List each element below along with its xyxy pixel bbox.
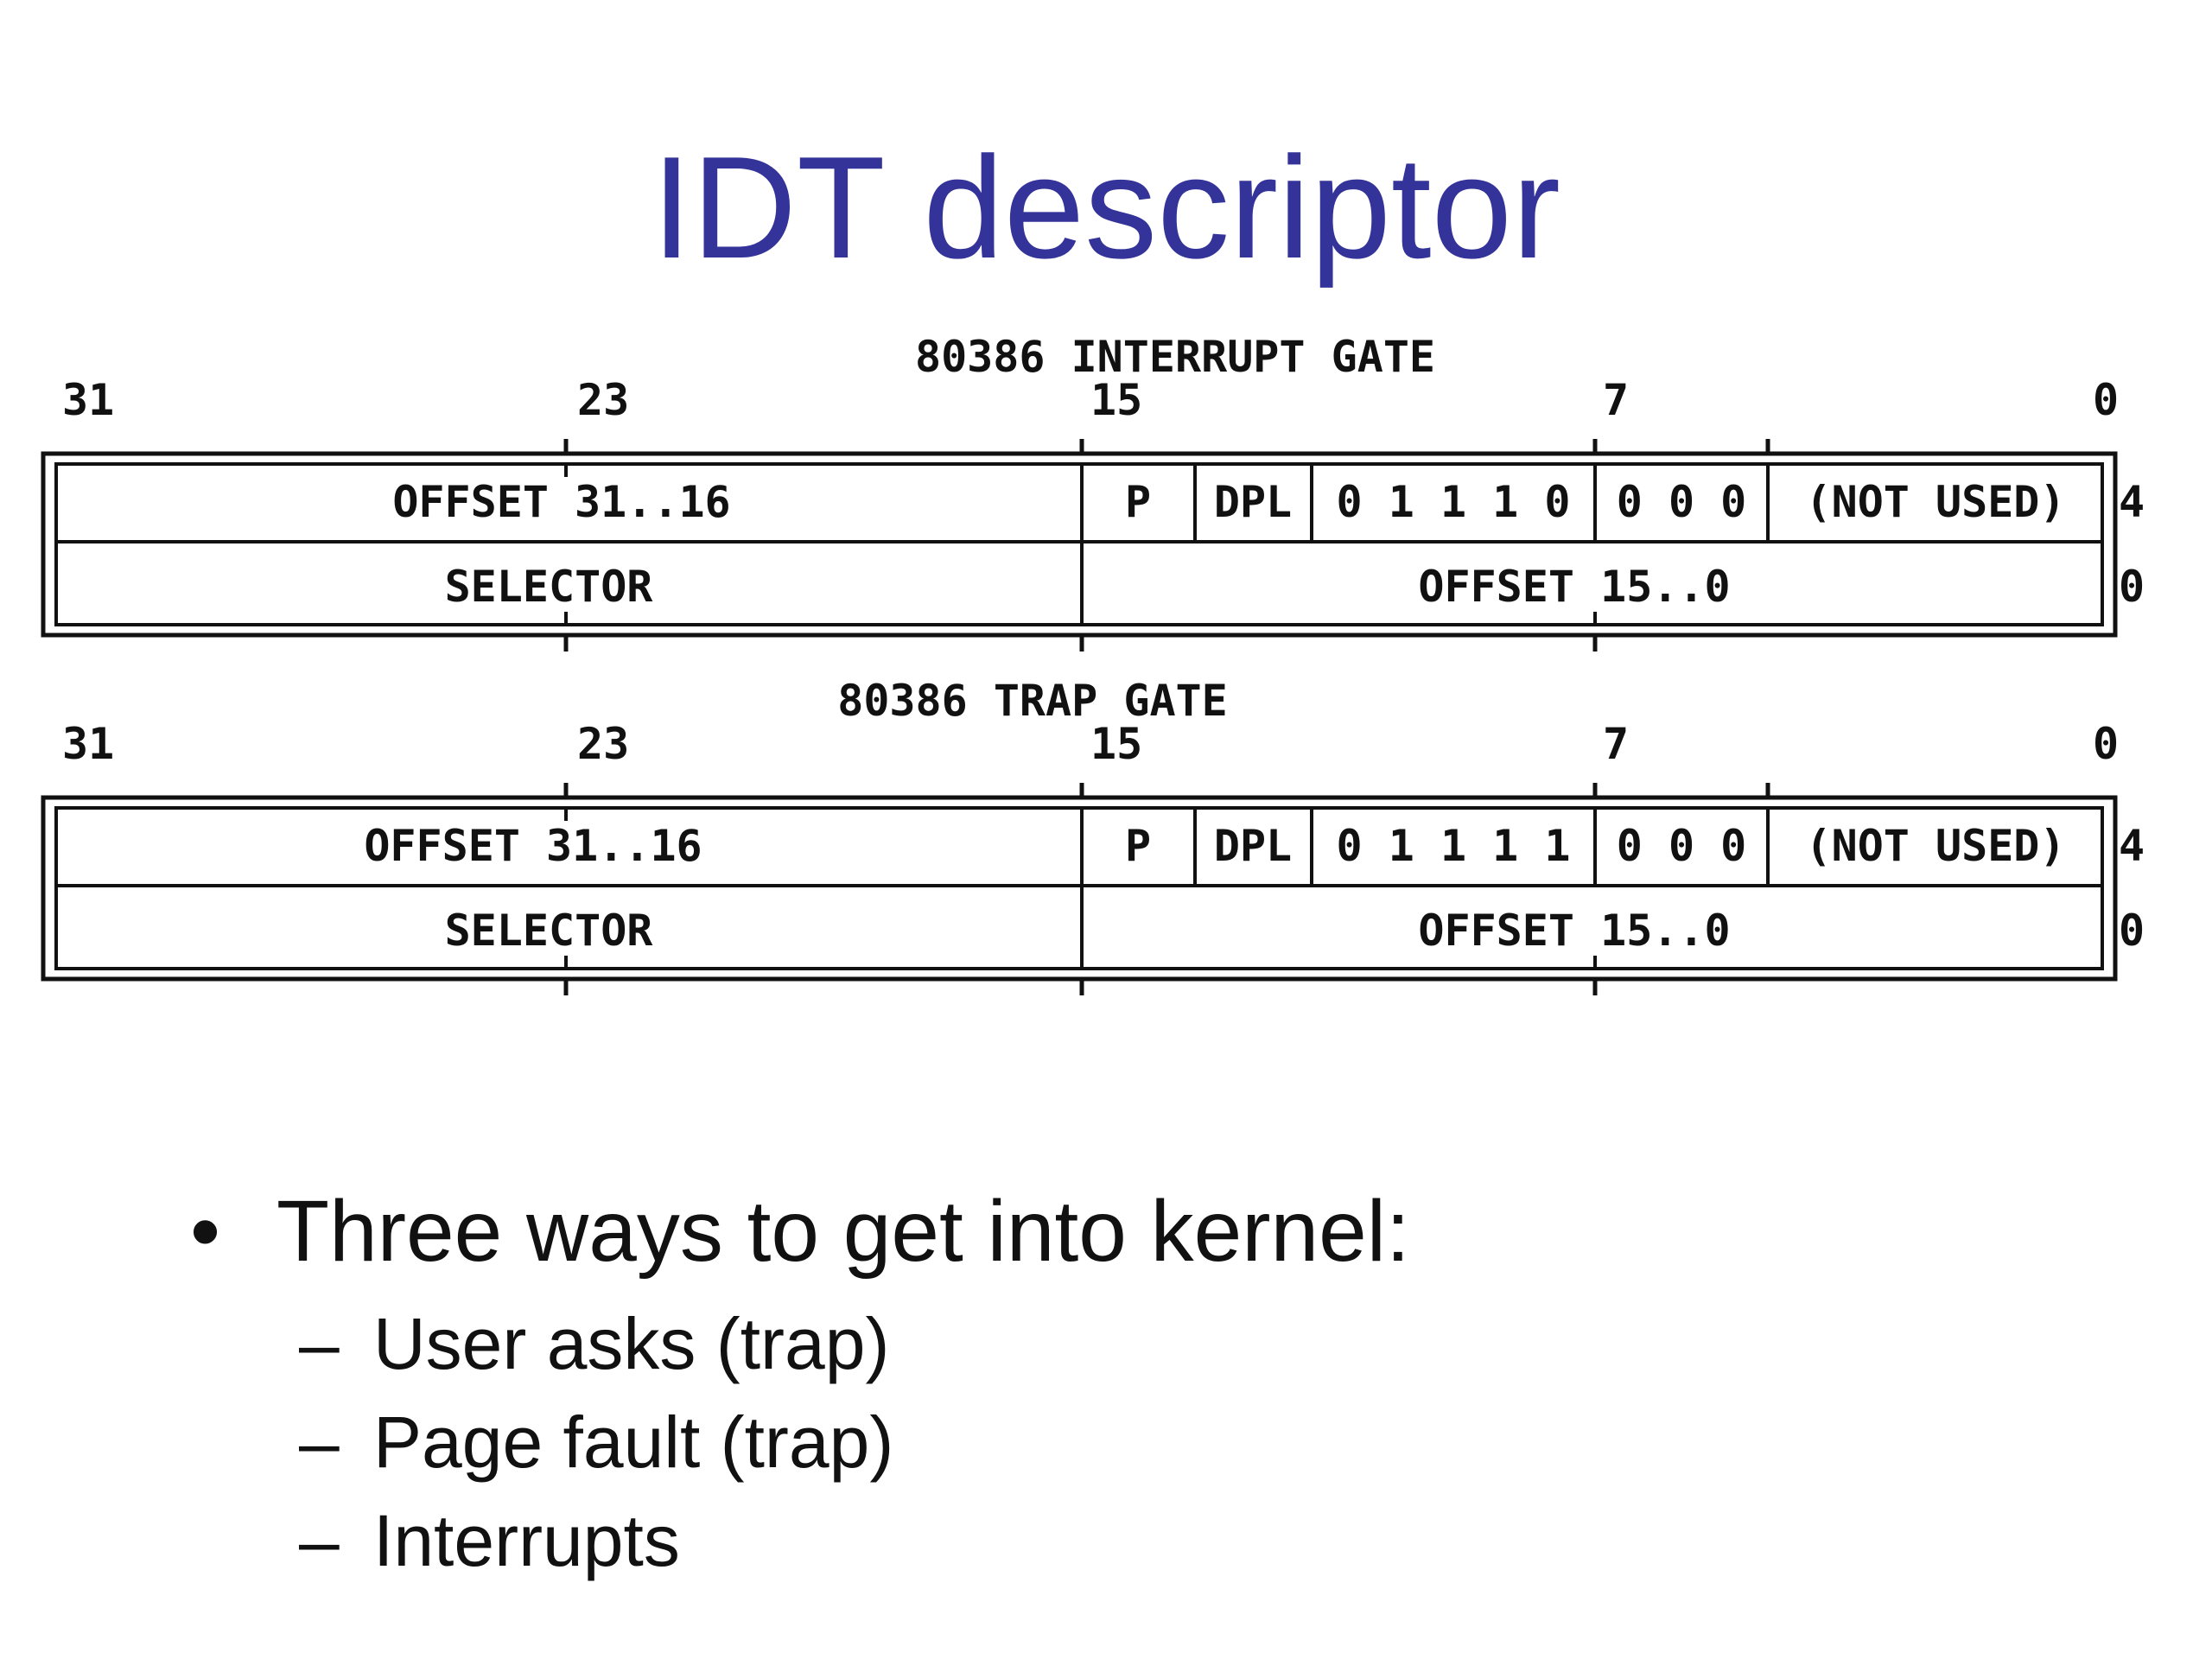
dpl-field: DPL (1214, 821, 1292, 871)
bullet-list: • Three ways to get into kernel: – User … (190, 1175, 2091, 1590)
trap-gate-diagram: 80386 TRAP GATE 31 23 15 7 0 (0, 672, 2212, 1018)
p-field: P (1125, 477, 1151, 527)
dpl-field: DPL (1214, 477, 1292, 527)
bit-label-15: 15 (1090, 719, 1142, 769)
bit-label-23: 23 (577, 375, 629, 425)
p-field: P (1125, 821, 1151, 871)
bullet-dot-icon: • (190, 1183, 221, 1280)
row-offset-0: 0 (2119, 562, 2145, 612)
gate-title: 80386 TRAP GATE (837, 676, 1228, 726)
sub-bullet-text: Page fault (trap) (373, 1402, 894, 1483)
bit-label-7: 7 (1603, 719, 1629, 769)
zero-bits-field: 0 0 0 (1617, 821, 1747, 871)
row-offset-0: 0 (2119, 906, 2145, 956)
selector-field: SELECTOR (445, 906, 654, 956)
type-bits-field: 0 1 1 1 1 (1337, 821, 1571, 871)
not-used-field: (NOT USED) (1805, 477, 2065, 527)
bullet-main-text: Three ways to get into kernel: (276, 1183, 1410, 1280)
bit-label-31: 31 (62, 375, 114, 425)
sub-bullet-item: – Interrupts (190, 1491, 2091, 1590)
type-bits-field: 0 1 1 1 0 (1337, 477, 1571, 527)
gate-frame (41, 439, 2118, 652)
slide-title: IDT descriptor (652, 126, 1560, 289)
offset-high-field: OFFSET 31..16 (364, 821, 702, 871)
trap-gate-svg: 80386 TRAP GATE 31 23 15 7 0 (41, 676, 2145, 995)
row-offset-4: 4 (2119, 477, 2145, 527)
bit-label-0: 0 (2093, 719, 2119, 769)
row-offset-4: 4 (2119, 821, 2145, 871)
bullet-main: • Three ways to get into kernel: (190, 1175, 2091, 1287)
bit-label-23: 23 (577, 719, 629, 769)
sub-bullet-list: – User asks (trap) – Page fault (trap) –… (190, 1294, 2091, 1590)
gate-frame (41, 783, 2118, 995)
offset-low-field: OFFSET 15..0 (1418, 562, 1730, 612)
bit-label-31: 31 (62, 719, 114, 769)
dash-icon: – (299, 1303, 340, 1384)
dash-icon: – (299, 1500, 340, 1581)
offset-high-field: OFFSET 31..16 (392, 477, 730, 527)
dash-icon: – (299, 1402, 340, 1483)
selector-field: SELECTOR (445, 562, 654, 612)
interrupt-gate-svg: 80386 INTERRUPT GATE 31 23 15 7 0 (41, 332, 2145, 652)
sub-bullet-item: – Page fault (trap) (190, 1393, 2091, 1491)
bit-label-0: 0 (2093, 375, 2119, 425)
sub-bullet-text: Interrupts (373, 1500, 680, 1581)
offset-low-field: OFFSET 15..0 (1418, 906, 1730, 956)
zero-bits-field: 0 0 0 (1617, 477, 1747, 527)
not-used-field: (NOT USED) (1805, 821, 2065, 871)
gate-title: 80386 INTERRUPT GATE (915, 332, 1435, 382)
interrupt-gate-diagram: 80386 INTERRUPT GATE 31 23 15 7 0 (0, 328, 2212, 674)
sub-bullet-text: User asks (trap) (373, 1303, 890, 1384)
bit-label-15: 15 (1090, 375, 1142, 425)
bit-label-7: 7 (1603, 375, 1629, 425)
sub-bullet-item: – User asks (trap) (190, 1294, 2091, 1393)
